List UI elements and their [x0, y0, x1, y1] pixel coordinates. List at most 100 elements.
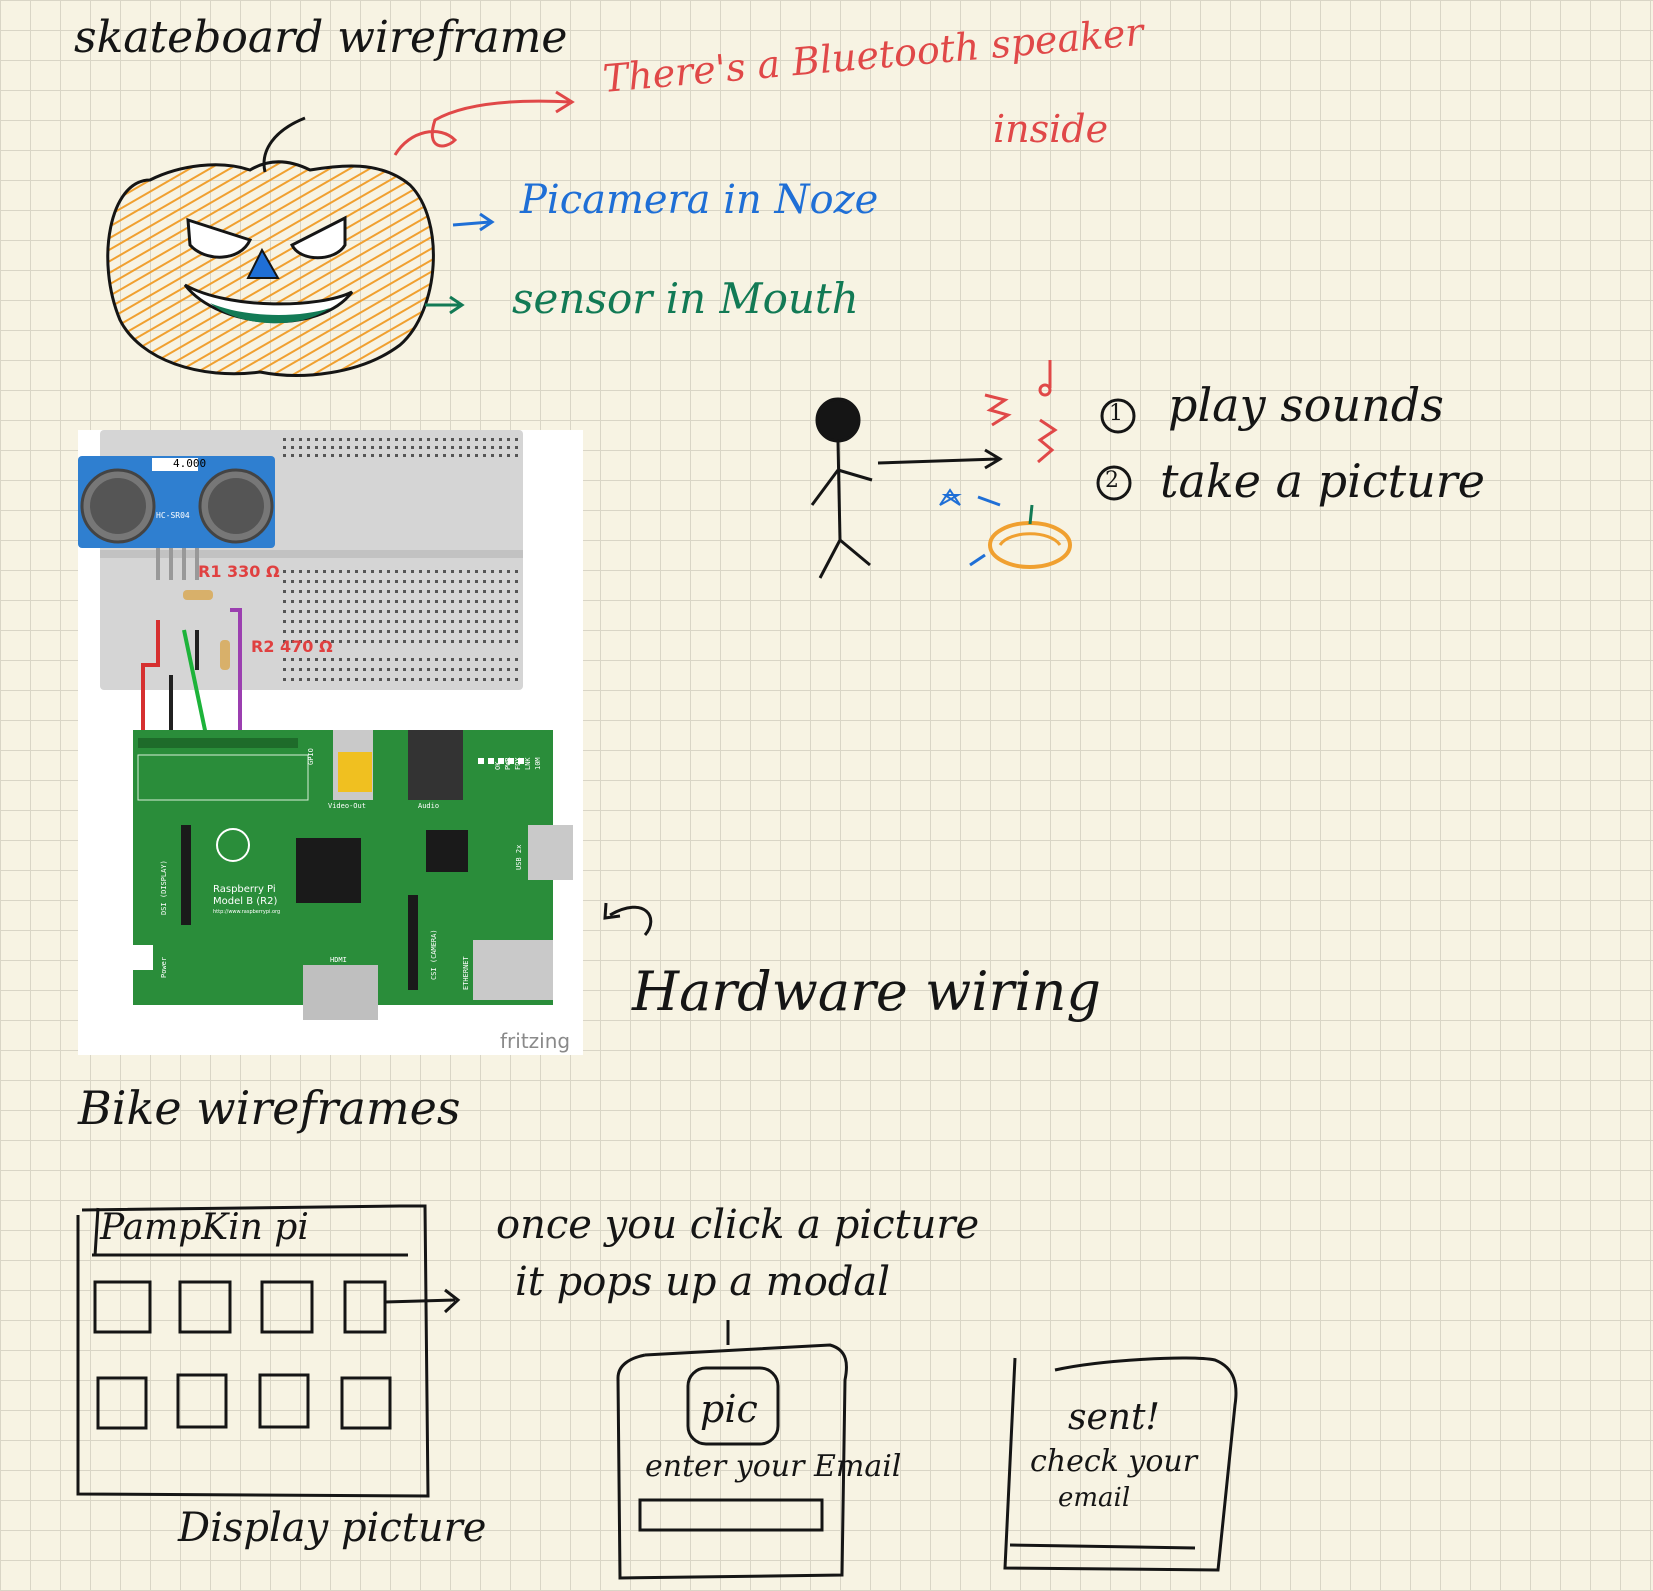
breadboard-hole: [323, 438, 326, 441]
breadboard-hole: [347, 658, 350, 661]
breadboard-hole: [459, 570, 462, 573]
breadboard-hole: [427, 640, 430, 643]
breadboard-hole: [443, 658, 446, 661]
breadboard-hole: [387, 630, 390, 633]
breadboard-hole: [355, 438, 358, 441]
breadboard-hole: [491, 658, 494, 661]
breadboard-hole: [435, 668, 438, 671]
breadboard-hole: [347, 610, 350, 613]
breadboard-hole: [427, 658, 430, 661]
breadboard-hole: [291, 658, 294, 661]
breadboard-hole: [371, 668, 374, 671]
pi-name-1: Raspberry Pi: [213, 884, 276, 895]
breadboard-hole: [499, 630, 502, 633]
sent-line2: check your: [1030, 1444, 1198, 1479]
step1-circle: [1100, 398, 1136, 434]
breadboard-hole: [515, 610, 518, 613]
breadboard-hole: [443, 620, 446, 623]
skateboard-title: skateboard wireframe: [74, 12, 568, 63]
breadboard-hole: [459, 620, 462, 623]
breadboard-hole: [315, 590, 318, 593]
breadboard-hole: [515, 658, 518, 661]
breadboard-hole: [379, 640, 382, 643]
breadboard-hole: [363, 570, 366, 573]
breadboard-hole: [371, 570, 374, 573]
breadboard-hole: [363, 620, 366, 623]
breadboard-hole: [387, 580, 390, 583]
breadboard-hole: [483, 668, 486, 671]
breadboard-hole: [515, 446, 518, 449]
breadboard-hole: [307, 658, 310, 661]
breadboard-hole: [371, 580, 374, 583]
breadboard-hole: [403, 446, 406, 449]
breadboard-hole: [315, 640, 318, 643]
breadboard-hole: [403, 610, 406, 613]
breadboard-hole: [427, 446, 430, 449]
breadboard-hole: [443, 438, 446, 441]
breadboard-hole: [411, 590, 414, 593]
breadboard-hole: [491, 454, 494, 457]
breadboard-hole: [403, 658, 406, 661]
breadboard-hole: [363, 454, 366, 457]
breadboard-hole: [475, 620, 478, 623]
breadboard-hole: [451, 580, 454, 583]
breadboard-hole: [283, 658, 286, 661]
breadboard-hole: [371, 600, 374, 603]
breadboard-hole: [459, 630, 462, 633]
step2-number: 2: [1105, 468, 1119, 493]
breadboard-hole: [467, 580, 470, 583]
breadboard-hole: [355, 630, 358, 633]
usb-label: USB 2x: [515, 845, 523, 870]
breadboard-hole: [371, 620, 374, 623]
breadboard-hole: [403, 580, 406, 583]
breadboard-hole: [355, 590, 358, 593]
breadboard-hole: [299, 590, 302, 593]
breadboard-hole: [355, 570, 358, 573]
raspberry-pi-board: [128, 730, 573, 1020]
breadboard-hole: [515, 620, 518, 623]
breadboard-hole: [347, 620, 350, 623]
breadboard-hole: [347, 438, 350, 441]
breadboard-hole: [347, 600, 350, 603]
breadboard-hole: [323, 570, 326, 573]
breadboard-hole: [323, 454, 326, 457]
breadboard-hole: [443, 668, 446, 671]
breadboard-hole: [475, 678, 478, 681]
breadboard-hole: [307, 590, 310, 593]
breadboard-hole: [387, 570, 390, 573]
breadboard-hole: [515, 640, 518, 643]
breadboard-hole: [483, 600, 486, 603]
breadboard-hole: [483, 630, 486, 633]
breadboard-hole: [491, 600, 494, 603]
breadboard-hole: [499, 610, 502, 613]
pi-name-2: Model B (R2): [213, 896, 277, 907]
power-label: Power: [160, 957, 168, 978]
breadboard-hole: [499, 658, 502, 661]
breadboard-hole: [467, 620, 470, 623]
breadboard-hole: [387, 446, 390, 449]
breadboard-hole: [299, 658, 302, 661]
breadboard-hole: [419, 446, 422, 449]
breadboard-hole: [363, 446, 366, 449]
breadboard-hole: [379, 580, 382, 583]
breadboard-hole: [395, 668, 398, 671]
breadboard-hole: [331, 620, 334, 623]
svg-text:LNK: LNK: [524, 757, 532, 770]
breadboard-hole: [363, 630, 366, 633]
breadboard-hole: [483, 570, 486, 573]
breadboard-hole: [427, 630, 430, 633]
breadboard-hole: [403, 668, 406, 671]
breadboard-hole: [395, 678, 398, 681]
breadboard-hole: [443, 590, 446, 593]
breadboard-hole: [323, 658, 326, 661]
breadboard-hole: [499, 668, 502, 671]
breadboard-hole: [331, 668, 334, 671]
breadboard-hole: [323, 580, 326, 583]
breadboard-hole: [427, 678, 430, 681]
breadboard-hole: [427, 610, 430, 613]
breadboard-hole: [371, 630, 374, 633]
breadboard-hole: [443, 580, 446, 583]
breadboard-hole: [355, 610, 358, 613]
breadboard-hole: [331, 454, 334, 457]
